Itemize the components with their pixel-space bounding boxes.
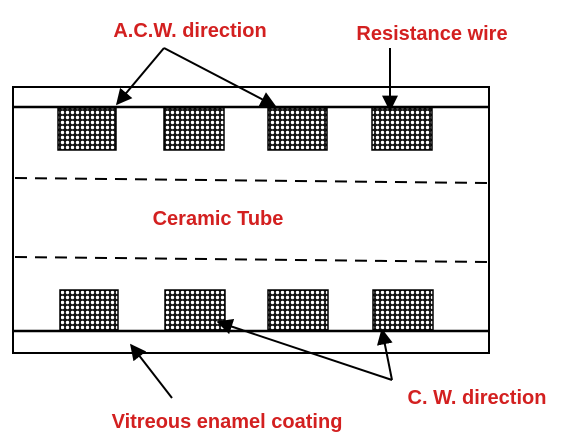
cw-direction-label: C. W. direction bbox=[408, 387, 547, 409]
ceramic-tube-top-dashed-line bbox=[14, 177, 488, 184]
top-wire-turn-4 bbox=[371, 107, 433, 151]
ceramic-tube-label: Ceramic Tube bbox=[153, 208, 284, 230]
cw-arrow-right bbox=[376, 328, 393, 381]
vitreous-coating-label: Vitreous enamel coating bbox=[112, 411, 343, 433]
acw-arrow-left bbox=[115, 47, 165, 106]
resistance-wire-label: Resistance wire bbox=[356, 23, 507, 45]
cw-arrow-left bbox=[216, 318, 393, 381]
acw-arrow-right bbox=[163, 47, 277, 107]
coating-outer-boundary bbox=[12, 86, 490, 354]
acw-direction-label: A.C.W. direction bbox=[113, 20, 266, 42]
top-wire-turn-2 bbox=[163, 107, 225, 151]
bottom-wire-turn-2 bbox=[164, 289, 226, 331]
bottom-wire-turn-3 bbox=[267, 289, 329, 331]
bottom-wire-turn-1 bbox=[59, 289, 119, 331]
top-wire-turn-3 bbox=[267, 107, 328, 151]
top-wire-turn-1 bbox=[57, 107, 117, 151]
ceramic-tube-bottom-dashed-line bbox=[14, 256, 488, 263]
bottom-wire-turn-4 bbox=[372, 289, 434, 331]
vitreous-coating-arrow bbox=[130, 343, 173, 399]
